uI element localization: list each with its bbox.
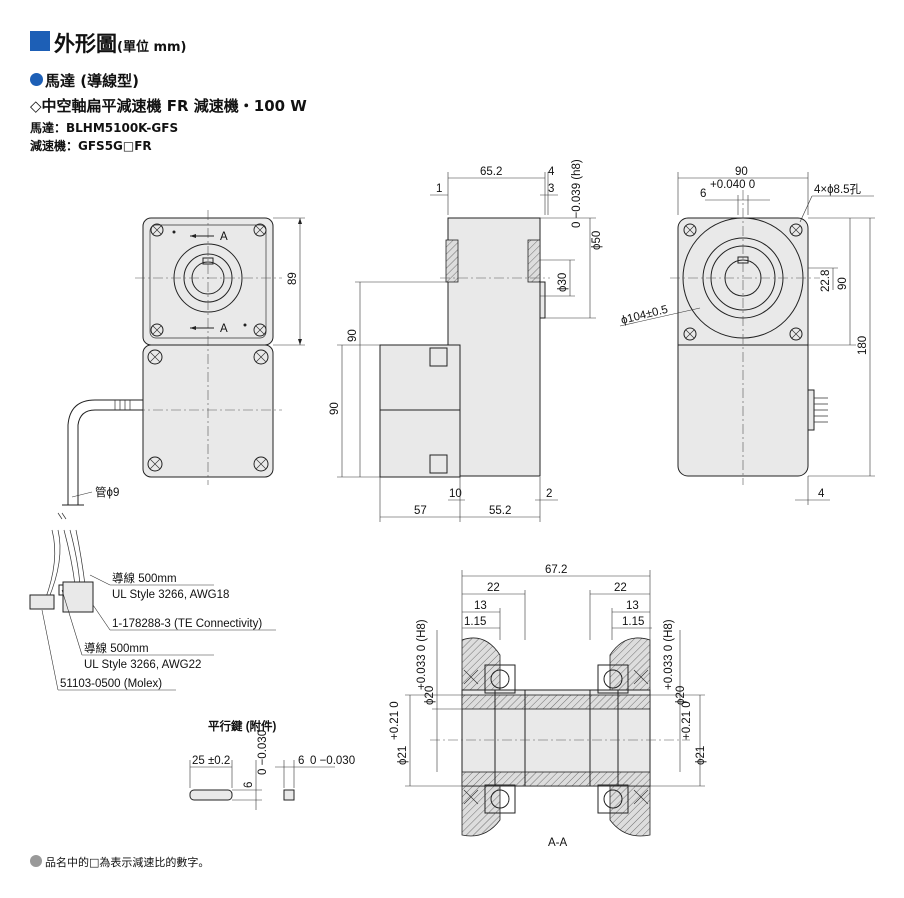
- unit-label: (單位 mm): [117, 40, 187, 55]
- rear-hole-icon: [789, 223, 803, 237]
- dim-90a: 90: [347, 329, 359, 342]
- dim-phi50-tol: 0 −0.039 (h8): [571, 159, 583, 228]
- key-dim-6b-tol: 0 −0.030: [310, 755, 355, 767]
- bullet-dot: [30, 73, 43, 86]
- key-label: 平行鍵 (附件): [208, 719, 277, 733]
- lead2-spec: UL Style 3266, AWG22: [84, 659, 201, 671]
- lead1-label: 導線 500mm: [112, 571, 177, 585]
- dim-phi30: ϕ30: [557, 273, 569, 292]
- side-view: 65.2 4 1 3 ϕ50 0 −0.039 (h8) ϕ30 90 90 5…: [329, 159, 603, 522]
- lead2-label: 導線 500mm: [84, 641, 149, 655]
- section-dim-phi20-right: ϕ20: [675, 686, 687, 705]
- rear-hole-icon: [789, 327, 803, 341]
- connector-te-icon: [62, 581, 94, 613]
- section-dim-phi20-tol-left: +0.033 0 (H8): [416, 619, 428, 690]
- motor-side: [379, 344, 461, 478]
- rear-dim-90: 90: [735, 166, 748, 178]
- section-dim-phi21-left: ϕ21: [397, 746, 409, 765]
- dim-65-2: 65.2: [480, 166, 502, 178]
- section-label: A-A: [548, 837, 568, 849]
- dim-1: 1: [436, 183, 442, 195]
- dim-2: 2: [546, 488, 552, 500]
- key-side-icon: [189, 789, 233, 801]
- tube-label: 管ϕ9: [95, 485, 119, 499]
- section-dim-phi21-tol-left: +0.21 0: [389, 701, 401, 740]
- section-aa-view: 67.2 22 22 13 13 1.15 1.15 ϕ20 +0.033 0 …: [389, 564, 707, 849]
- dim-4: 4: [548, 166, 555, 178]
- dim-55-2: 55.2: [489, 505, 511, 517]
- mount-hole-icon: [253, 323, 267, 337]
- section-dim-22l: 22: [487, 582, 500, 594]
- section-dim-phi21-tol-right: +0.21 0: [681, 701, 693, 740]
- key-view: 平行鍵 (附件) 25 ±0.2 6 0 −0.030 6 0 −0.030: [189, 719, 355, 810]
- section-dim-phi20-tol-right: +0.033 0 (H8): [663, 619, 675, 690]
- gearhead-side: [447, 217, 541, 477]
- motor-hole-icon: [253, 456, 269, 472]
- rear-hole-icon: [683, 327, 697, 341]
- dim-10: 10: [449, 488, 462, 500]
- product-heading: ◇中空軸扁平減速機 FR 減速機・100 W: [30, 97, 307, 115]
- section-dim-67-2: 67.2: [545, 564, 567, 576]
- motor-hole-icon: [147, 349, 163, 365]
- rear-dim-90v: 90: [837, 277, 849, 290]
- footnote: 品名中的□為表示減速比的數字。: [45, 856, 210, 869]
- dim-57: 57: [414, 505, 427, 517]
- section-dim-13l: 13: [474, 600, 487, 612]
- motor-type-heading: 馬達 (導線型): [45, 72, 139, 90]
- section-dim-phi21-right: ϕ21: [695, 746, 707, 765]
- motor-hole-icon: [253, 349, 269, 365]
- rear-dim-22-8: 22.8: [820, 270, 832, 292]
- cable-tube: [67, 399, 143, 505]
- section-a-bottom: A: [220, 323, 228, 335]
- bearing-icon: [484, 784, 516, 814]
- bearing-icon: [597, 664, 629, 694]
- page-title: 外形圖(單位 mm): [54, 32, 187, 56]
- connector-molex-icon: [29, 594, 55, 610]
- section-dim-22r: 22: [614, 582, 627, 594]
- key-dim-6b: 6: [298, 755, 304, 767]
- mount-hole-icon: [150, 323, 164, 337]
- dim-89: 89: [287, 272, 299, 285]
- footnote-bullet: [30, 855, 42, 867]
- key-dim-6a: 6: [243, 782, 255, 788]
- dim-phi50: ϕ50: [591, 231, 603, 250]
- motor-model: 馬達：BLHM5100K-GFS: [30, 121, 179, 135]
- key-end-icon: [283, 789, 295, 801]
- section-dim-1-15r: 1.15: [622, 616, 644, 628]
- dim-3: 3: [548, 183, 554, 195]
- connector1-label: 1-178288-3 (TE Connectivity): [112, 618, 262, 630]
- rear-view: 90 6 +0.040 0 4×ϕ8.5孔 ϕ104±0.5 22.8 90 1…: [620, 166, 875, 505]
- rear-dim-phi104: ϕ104±0.5: [620, 304, 669, 327]
- rear-dim-holes: 4×ϕ8.5孔: [814, 183, 862, 196]
- rear-dim-180: 180: [857, 336, 869, 355]
- dim-90b: 90: [329, 402, 341, 415]
- section-dim-1-15l: 1.15: [464, 616, 486, 628]
- bearing-icon: [597, 784, 629, 814]
- bearing-icon: [484, 664, 516, 694]
- rear-dim-6-tol: +0.040 0: [710, 179, 755, 191]
- key-dim-6a-tol: 0 −0.030: [257, 730, 269, 775]
- section-a-top: A: [220, 231, 228, 243]
- key-dim-25: 25: [192, 755, 205, 767]
- section-dim-phi20-left: ϕ20: [424, 686, 436, 705]
- rear-hole-icon: [683, 223, 697, 237]
- connector2-label: 51103-0500 (Molex): [60, 678, 162, 690]
- key-dim-25-tol: ±0.2: [208, 755, 230, 767]
- gearhead-model: 減速機：GFS5G□FR: [30, 139, 152, 153]
- front-view: 89 A A 管ϕ9 導線 500mm UL Style 3266, AWG18…: [29, 210, 305, 691]
- mount-hole-icon: [253, 223, 267, 237]
- lead1-spec: UL Style 3266, AWG18: [112, 589, 229, 601]
- mount-hole-icon: [150, 223, 164, 237]
- title-marker: [30, 31, 50, 51]
- section-dim-13r: 13: [626, 600, 639, 612]
- rear-dim-4: 4: [818, 488, 825, 500]
- rear-dim-6: 6: [700, 188, 706, 200]
- motor-hole-icon: [147, 456, 163, 472]
